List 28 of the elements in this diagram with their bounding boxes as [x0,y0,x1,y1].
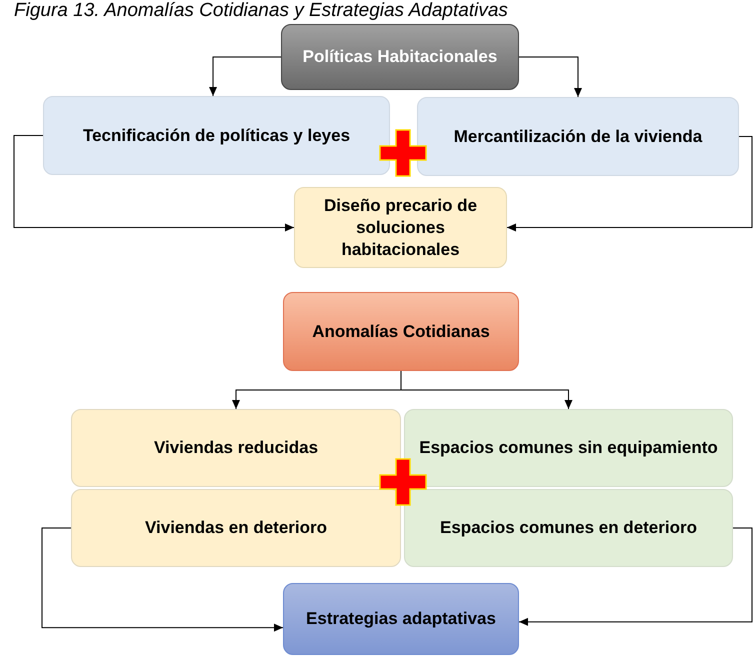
process-box [283,583,519,655]
node-label: Espacios comunes en deterioro [440,517,697,539]
node-label: Anomalías Cotidianas [312,320,490,342]
node-label: Viviendas en deterioro [144,517,328,539]
connector-arrow [400,370,572,410]
node-label: Espacios comunes sin equipamiento [419,437,718,459]
connector-arrow [209,56,282,96]
process-box [404,489,733,567]
connector-arrow [518,56,582,98]
connector-arrow [506,136,752,232]
process-box [417,97,739,176]
node-label: Diseño precario de soluciones habitacionales [322,194,478,260]
connector-arrow [518,528,752,626]
process-box [281,24,519,90]
connector-arrow [14,135,294,232]
process-box [71,409,401,487]
node-label: Viviendas reducidas [154,437,318,459]
node-label: Mercantilización de la vivienda [454,126,702,148]
process-box [404,409,733,487]
node-label: Tecnificación de políticas y leyes [82,124,350,146]
process-box [294,187,507,268]
node-label: Estrategias adaptativas [306,608,496,630]
process-box [71,489,401,567]
process-box [283,292,519,371]
connector-arrow [42,528,284,632]
process-box [43,96,390,175]
node-label: Políticas Habitacionales [302,46,498,68]
figure-title: Figura 13. Anomalías Cotidianas y Estrategias Adaptativas [14,0,508,22]
